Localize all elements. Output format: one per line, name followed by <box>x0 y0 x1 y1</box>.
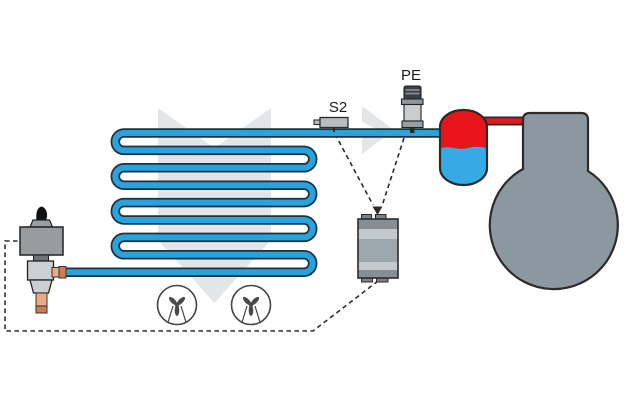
s2-body <box>319 116 349 129</box>
valve-body-lower <box>29 279 53 294</box>
wire-arrowhead-icon <box>372 206 383 215</box>
controller-band <box>358 229 398 239</box>
superheat-sensor: S2 <box>313 99 349 132</box>
pressure-transmitter: PE <box>400 67 424 133</box>
evaporator-coil <box>64 128 441 277</box>
pe-label: PE <box>401 67 421 84</box>
copper-inlet-fitting <box>35 305 48 314</box>
fan-icon <box>156 284 198 326</box>
separator-outline <box>438 108 489 187</box>
wire-s2-to-controller <box>334 133 374 206</box>
pe-body <box>403 103 422 122</box>
controller-band <box>358 262 398 270</box>
pe-nut <box>401 120 424 129</box>
controller-band <box>358 219 398 229</box>
copper-outlet-fitting <box>58 266 67 279</box>
wire-pe-to-controller <box>381 137 405 207</box>
controller-band <box>358 239 398 262</box>
valve-cable <box>36 206 48 221</box>
controller-band <box>358 270 398 278</box>
compressor <box>488 111 619 291</box>
expansion-valve <box>19 206 67 314</box>
valve-cap <box>29 219 54 228</box>
control-wires <box>4 133 405 332</box>
pe-flange <box>400 98 424 106</box>
separator-liquid-section <box>440 146 487 185</box>
pe-stem <box>410 126 415 133</box>
valve-coil-box <box>19 226 64 256</box>
valve-body-upper <box>26 260 55 281</box>
fan-icon <box>230 284 272 326</box>
s2-label: S2 <box>329 99 347 116</box>
liquid-separator <box>438 108 489 187</box>
controller-outline <box>357 218 399 279</box>
coil-pipe-fill <box>64 130 441 276</box>
valve-neck <box>32 254 50 262</box>
controller <box>357 214 399 283</box>
